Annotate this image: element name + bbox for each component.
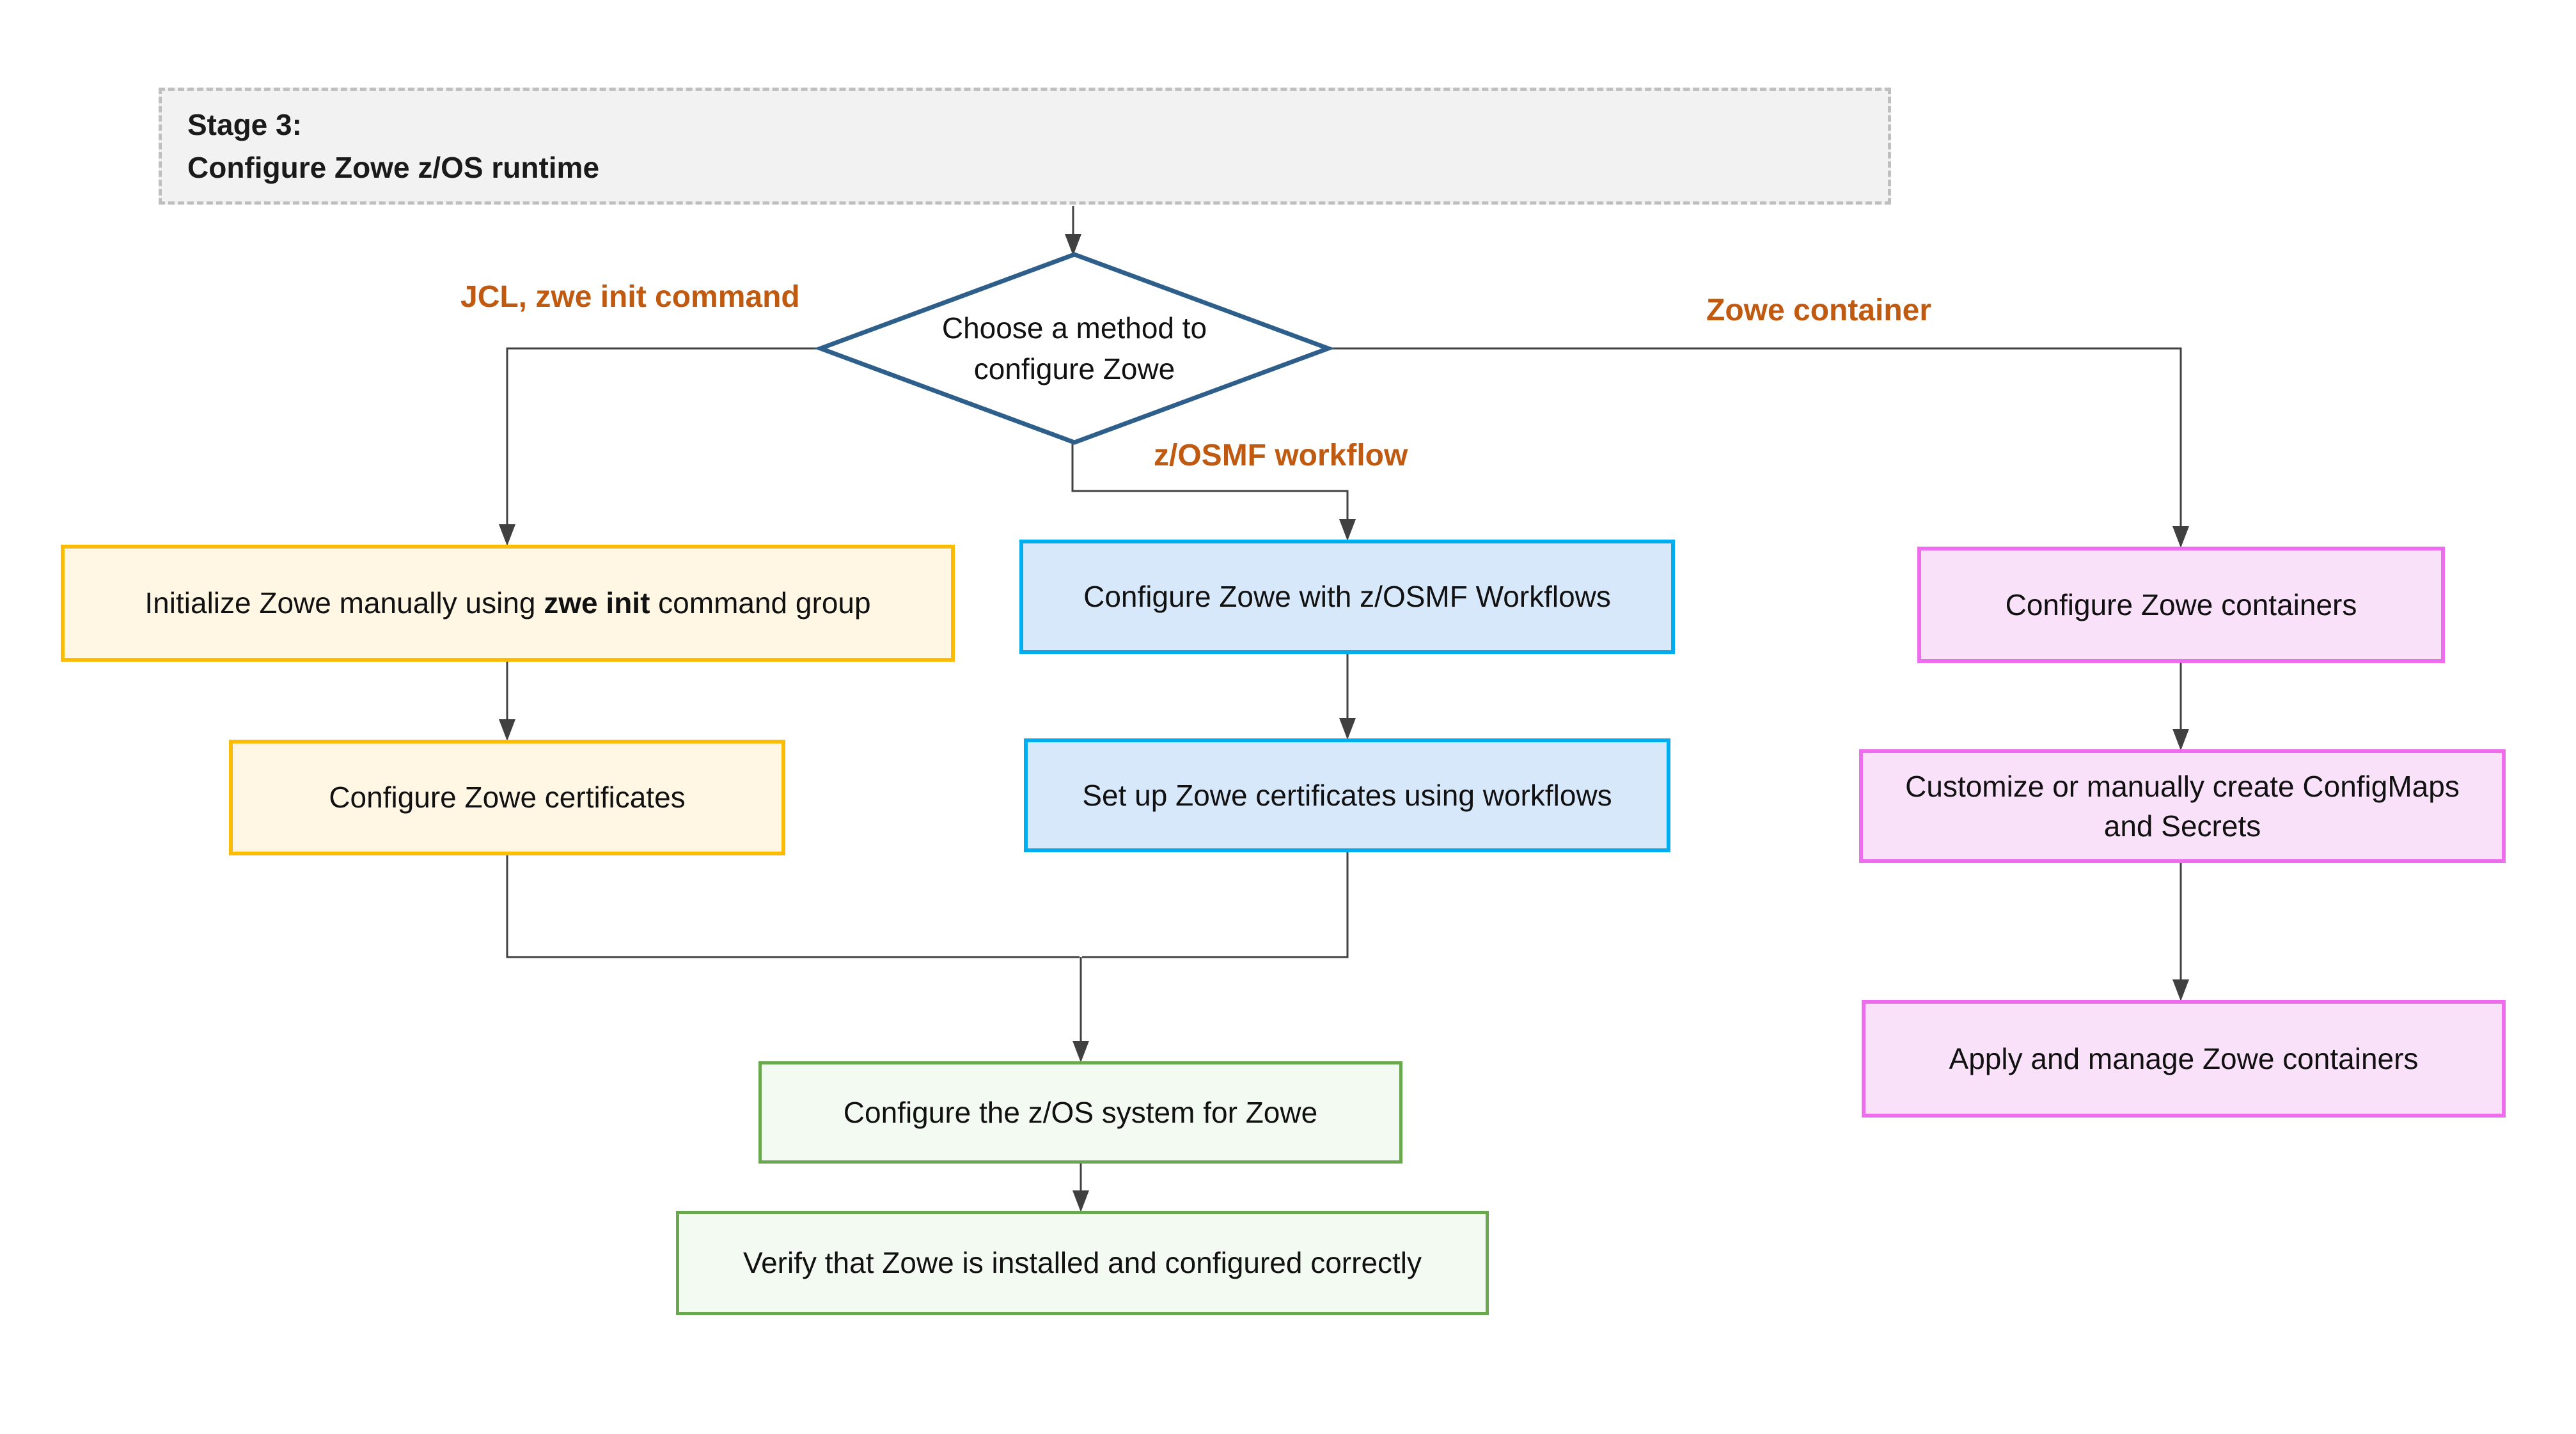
branch-label-zowe-container: Zowe container: [1706, 293, 1932, 327]
connector-decision-to-init-manual: [499, 347, 821, 546]
connector-decision-to-zosmf-workflows: [1071, 442, 1356, 541]
decision-diamond: [813, 252, 1335, 445]
branch-label-zosmf-workflow: z/OSMF workflow: [1154, 439, 1408, 472]
branch-label-jcl-zwe-init: JCL, zwe init command: [460, 280, 800, 314]
connector-decision-to-configure-containers: [1328, 347, 2189, 548]
node-configure-certificates: Configure Zowe certificates: [229, 740, 785, 855]
node-verify: Verify that Zowe is installed and config…: [676, 1211, 1489, 1315]
connector-certificates-merge-left: [506, 855, 1080, 958]
node-init-manual: Initialize Zowe manually using zwe init …: [61, 545, 955, 662]
node-configure-zos: Configure the z/OS system for Zowe: [758, 1061, 1402, 1164]
decision-label: Choose a method to configure Zowe: [941, 311, 1207, 386]
stage-title-line1: Stage 3:: [187, 107, 302, 141]
zwe-init-bold-text: zwe init: [544, 586, 650, 620]
stage-title-line2: Configure Zowe z/OS runtime: [187, 150, 600, 184]
node-zosmf-workflows: Configure Zowe with z/OSMF Workflows: [1019, 540, 1675, 654]
node-certificates-workflows: Set up Zowe certificates using workflows: [1024, 738, 1670, 852]
node-configure-containers: Configure Zowe containers: [1917, 547, 2445, 663]
connector-certificates-merge-right: [1082, 852, 1349, 958]
node-init-manual-label: Initialize Zowe manually using zwe init …: [145, 586, 871, 620]
stage-title-box: Stage 3: Configure Zowe z/OS runtime: [159, 88, 1891, 205]
node-apply-manage-containers: Apply and manage Zowe containers: [1862, 1000, 2506, 1118]
node-configmaps-secrets: Customize or manually create ConfigMaps …: [1859, 749, 2506, 863]
